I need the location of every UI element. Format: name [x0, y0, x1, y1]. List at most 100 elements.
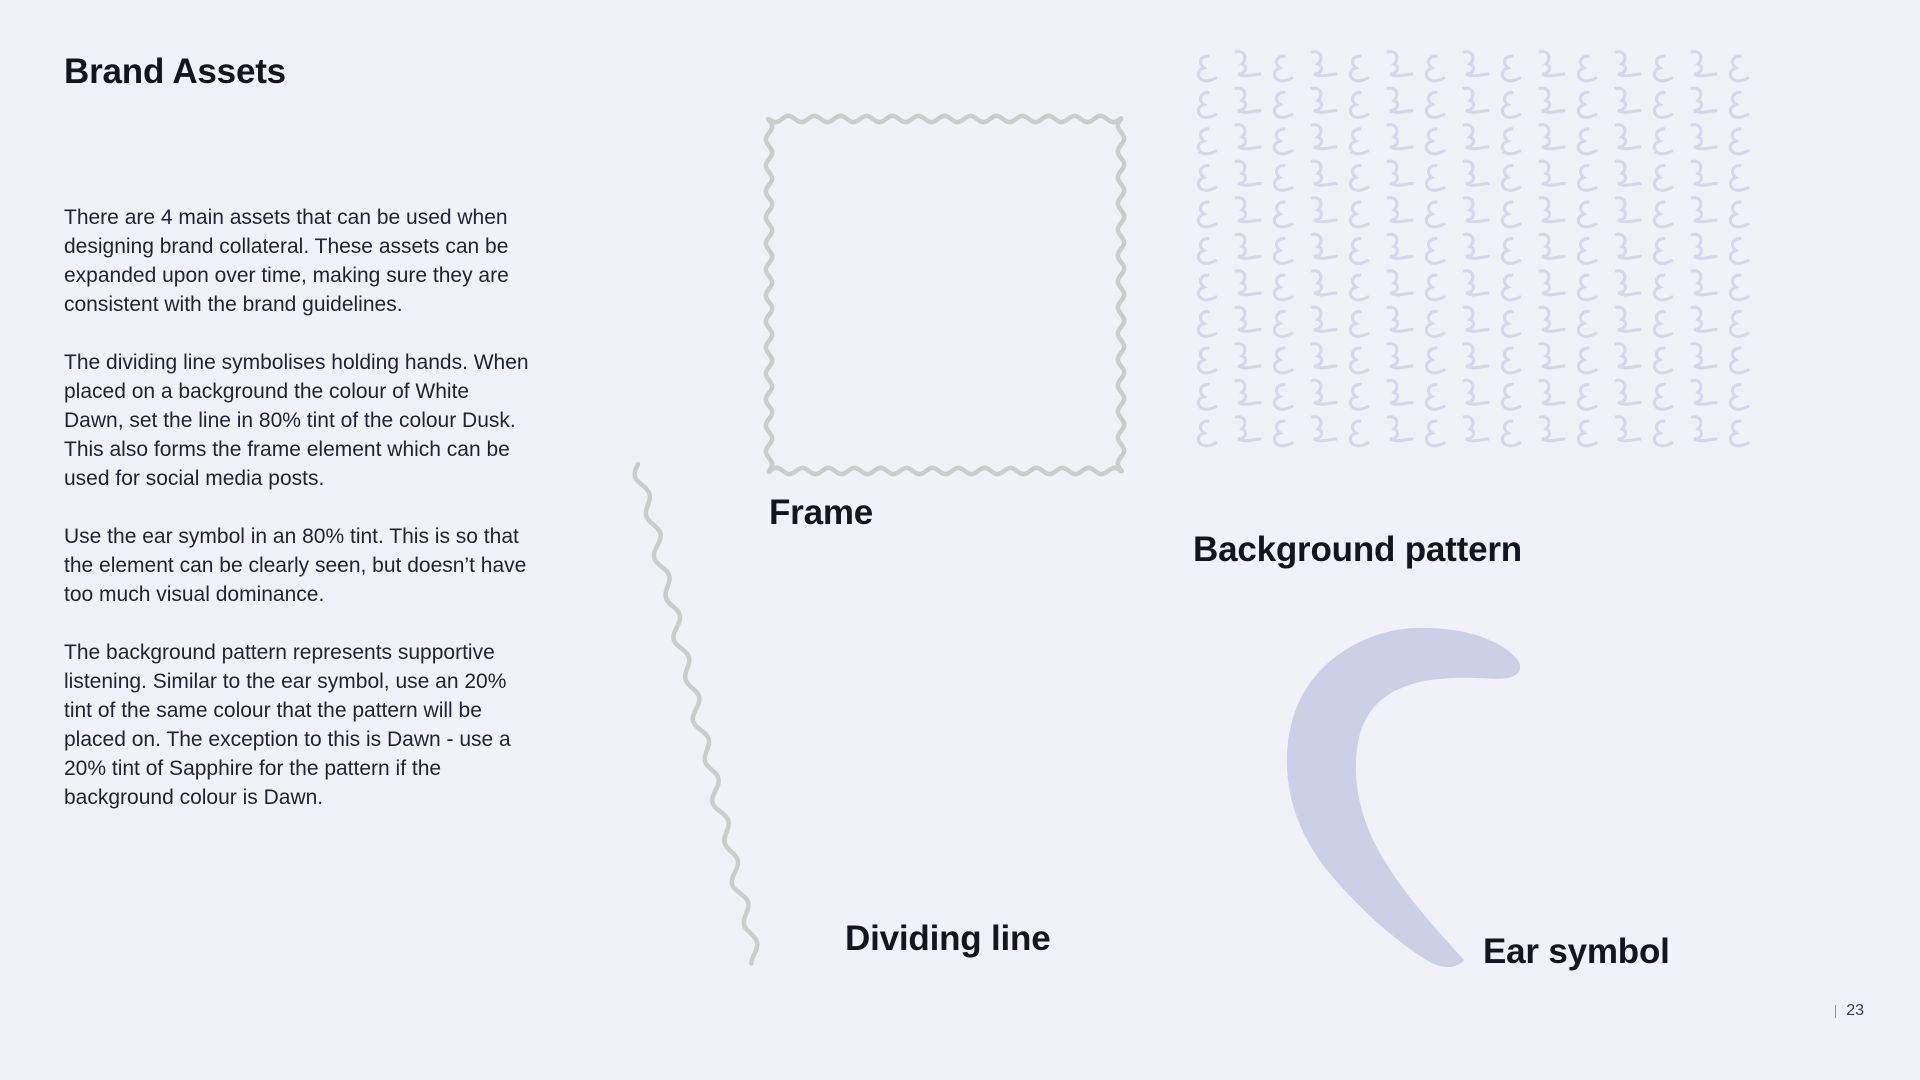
pattern-wave-mark: [1348, 163, 1370, 192]
pattern-wave-mark: [1500, 163, 1522, 192]
pattern-wave-mark: [1614, 305, 1642, 333]
pattern-wave-mark: [1500, 273, 1522, 302]
pattern-wave-mark: [1348, 273, 1370, 302]
pattern-wave-mark: [1386, 415, 1414, 443]
pattern-wave-mark: [1500, 419, 1522, 448]
pattern-wave-mark: [1614, 269, 1642, 297]
page-number: 23: [1835, 1002, 1864, 1020]
ear-symbol-label: Ear symbol: [1483, 932, 1670, 971]
pattern-wave-mark: [1538, 86, 1566, 114]
pattern-wave-mark: [1538, 123, 1566, 151]
pattern-wave-mark: [1196, 419, 1218, 448]
pattern-wave-mark: [1386, 342, 1414, 370]
pattern-wave-mark: [1614, 196, 1642, 224]
pattern-wave-mark: [1614, 378, 1642, 406]
pattern-wave-mark: [1386, 232, 1414, 260]
pattern-wave-mark: [1310, 232, 1338, 260]
pattern-wave-mark: [1348, 346, 1370, 375]
pattern-wave-mark: [1614, 415, 1642, 443]
pattern-wave-mark: [1690, 415, 1718, 443]
pattern-wave-mark: [1728, 382, 1750, 411]
page-title: Brand Assets: [64, 52, 286, 91]
pattern-wave-mark: [1424, 236, 1446, 265]
pattern-wave-mark: [1652, 236, 1674, 265]
pattern-wave-mark: [1196, 236, 1218, 265]
pattern-wave-mark: [1196, 273, 1218, 302]
pattern-wave-mark: [1310, 123, 1338, 151]
pattern-wave-mark: [1272, 419, 1294, 448]
pattern-wave-mark: [1234, 378, 1262, 406]
pattern-wave-mark: [1690, 196, 1718, 224]
pattern-wave-mark: [1538, 269, 1566, 297]
pattern-wave-mark: [1234, 196, 1262, 224]
pattern-wave-mark: [1272, 236, 1294, 265]
pattern-wave-mark: [1424, 346, 1446, 375]
pattern-wave-mark: [1576, 90, 1598, 119]
pattern-wave-mark: [1576, 200, 1598, 229]
pattern-wave-mark: [1462, 159, 1490, 187]
pattern-wave-mark: [1500, 236, 1522, 265]
pattern-wave-mark: [1500, 90, 1522, 119]
pattern-wave-mark: [1386, 378, 1414, 406]
pattern-wave-mark: [1386, 269, 1414, 297]
pattern-wave-mark: [1310, 196, 1338, 224]
pattern-wave-mark: [1728, 236, 1750, 265]
pattern-wave-mark: [1462, 86, 1490, 114]
pattern-wave-mark: [1272, 200, 1294, 229]
pattern-wave-mark: [1690, 378, 1718, 406]
pattern-wave-mark: [1310, 50, 1338, 78]
pattern-wave-mark: [1234, 159, 1262, 187]
pattern-wave-mark: [1652, 127, 1674, 156]
pattern-wave-mark: [1424, 200, 1446, 229]
pattern-wave-mark: [1272, 309, 1294, 338]
pattern-wave-mark: [1386, 123, 1414, 151]
ear-symbol-icon: [1286, 627, 1521, 968]
pattern-wave-mark: [1500, 200, 1522, 229]
pattern-wave-mark: [1462, 269, 1490, 297]
pattern-wave-mark: [1614, 123, 1642, 151]
pattern-wave-mark: [1652, 163, 1674, 192]
pattern-wave-mark: [1690, 123, 1718, 151]
pattern-wave-mark: [1196, 346, 1218, 375]
pattern-wave-mark: [1652, 309, 1674, 338]
pattern-wave-mark: [1348, 236, 1370, 265]
pattern-wave-mark: [1424, 309, 1446, 338]
pattern-wave-mark: [1690, 269, 1718, 297]
pattern-wave-mark: [1310, 86, 1338, 114]
pattern-wave-mark: [1728, 273, 1750, 302]
pattern-wave-mark: [1576, 273, 1598, 302]
pattern-wave-mark: [1614, 159, 1642, 187]
pattern-wave-mark: [1310, 415, 1338, 443]
pattern-wave-mark: [1500, 382, 1522, 411]
pattern-wave-mark: [1500, 309, 1522, 338]
pattern-wave-mark: [1272, 127, 1294, 156]
pattern-wave-mark: [1538, 342, 1566, 370]
pattern-wave-mark: [1690, 86, 1718, 114]
pattern-wave-mark: [1196, 382, 1218, 411]
pattern-wave-mark: [1310, 269, 1338, 297]
pattern-wave-mark: [1310, 305, 1338, 333]
pattern-wave-mark: [1728, 419, 1750, 448]
pattern-wave-mark: [1728, 200, 1750, 229]
pattern-wave-mark: [1728, 163, 1750, 192]
pattern-wave-mark: [1576, 54, 1598, 83]
pattern-wave-mark: [1652, 200, 1674, 229]
pattern-wave-mark: [1386, 196, 1414, 224]
paragraph-dividing-line: The dividing line symbolises holding han…: [64, 351, 529, 490]
pattern-wave-mark: [1348, 54, 1370, 83]
pattern-wave-mark: [1196, 309, 1218, 338]
pattern-wave-mark: [1690, 50, 1718, 78]
pattern-wave-mark: [1538, 415, 1566, 443]
pattern-wave-mark: [1386, 305, 1414, 333]
dividing-line-label: Dividing line: [845, 919, 1051, 958]
frame-label: Frame: [769, 493, 874, 532]
pattern-wave-mark: [1424, 90, 1446, 119]
pattern-wave-mark: [1652, 273, 1674, 302]
pattern-wave-mark: [1576, 236, 1598, 265]
pattern-wave-mark: [1348, 127, 1370, 156]
pattern-wave-mark: [1538, 378, 1566, 406]
pattern-wave-mark: [1272, 54, 1294, 83]
pattern-wave-mark: [1462, 305, 1490, 333]
pattern-wave-mark: [1652, 419, 1674, 448]
pattern-wave-mark: [1576, 163, 1598, 192]
